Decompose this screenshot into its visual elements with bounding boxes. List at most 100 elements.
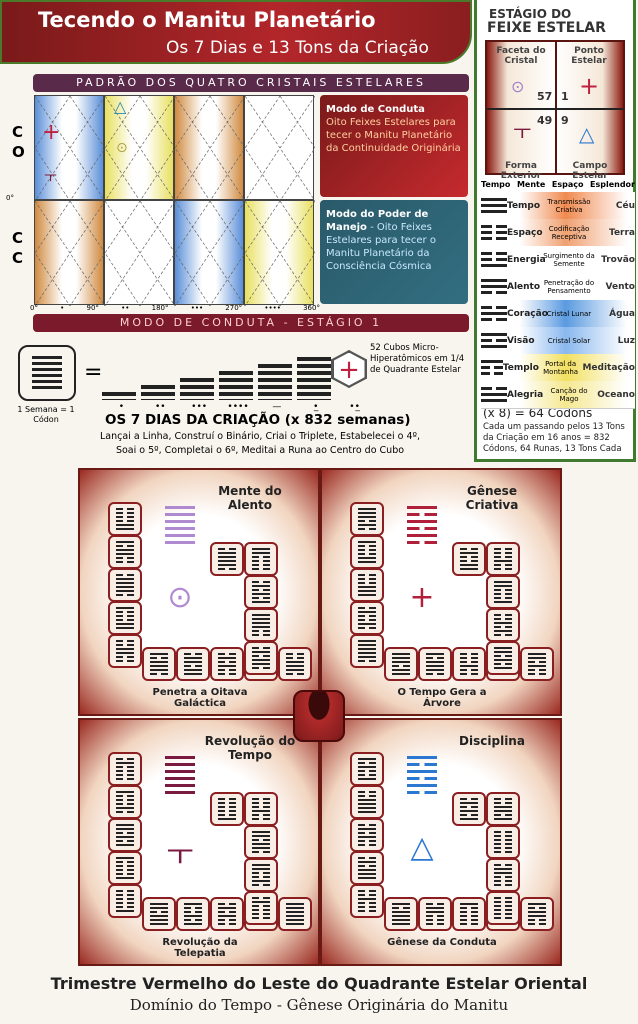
hexagram-icon — [452, 647, 486, 681]
column-label: Esplendor — [590, 180, 635, 189]
seven-days-line-2: Soai o 5º, Completai o 6º, Meditai a Run… — [60, 445, 460, 456]
pattern-header: PADRÃO DOS QUATRO CRISTAIS ESTELARES — [33, 74, 469, 92]
x-tick-label: 270° — [225, 304, 242, 312]
hexagram-icon — [418, 647, 452, 681]
hexagram-icon — [350, 601, 384, 635]
day-stack-icon — [219, 371, 253, 400]
hexagram-icon — [108, 752, 142, 786]
hexagram-icon — [244, 542, 278, 576]
hexagram-icon — [108, 818, 142, 852]
mode-conduct-box: Modo de CondutaOito Feixes Estelares par… — [320, 95, 468, 197]
hexagram-icon — [350, 752, 384, 786]
quadrant-caption: Revolução da Telepatia — [140, 937, 260, 959]
trigram-row: EnergiaSurgimento da SementeTrovão — [481, 246, 635, 274]
trigram-icon — [481, 279, 507, 294]
crystal-glyph-icon: △ — [114, 97, 126, 116]
trigram-element: Terra — [595, 228, 635, 238]
trigram-row: AlentoPenetração do PensamentoVento — [481, 273, 635, 301]
hexagram-icon — [520, 897, 554, 931]
trigram-row: TempoTransmissão CriativaCéu — [481, 192, 635, 220]
zero-label: 0° — [6, 194, 14, 202]
title-banner: Tecendo o Manitu Planetário Os 7 Dias e … — [0, 0, 472, 64]
footer-line-2: Domínio do Tempo - Gênese Originária do … — [0, 996, 638, 1014]
number-1: 1 — [561, 90, 569, 103]
crystal-glyph-icon: ⊙ — [116, 140, 128, 156]
day-stack-icon — [141, 385, 175, 400]
quadrant-glyph-icon: ㅜ — [155, 830, 205, 874]
trigram-icon — [481, 198, 507, 213]
seven-days-title: OS 7 DIAS DA CRIAÇÃO (x 832 semanas) — [105, 412, 411, 428]
hexagram-icon — [350, 785, 384, 819]
day-stack-icon — [180, 378, 214, 400]
crystal-cell — [174, 95, 244, 200]
feixe-estelar-panel: ESTÁGIO DO FEIXE ESTELAR Faceta do Crist… — [474, 0, 636, 462]
center-cube-icon — [293, 690, 345, 742]
x-tick-label: •••• — [264, 304, 281, 312]
cross-glyph-icon: + — [579, 72, 599, 100]
hexagram-icon — [108, 601, 142, 635]
page-title: Tecendo o Manitu Planetário — [38, 8, 376, 32]
hexagram-icon — [350, 884, 384, 918]
quadrant-glyph-icon: △ — [397, 830, 447, 865]
day-stacks — [102, 348, 337, 400]
day-dot-number: • — [102, 402, 141, 412]
trigram-meaning: Cristal Solar — [543, 337, 595, 345]
hexagram-icon — [108, 785, 142, 819]
hexagram-icon — [452, 542, 486, 576]
trigram-meaning: Transmissão Criativa — [543, 198, 595, 214]
day-dot-number: •̲ — [296, 402, 335, 412]
tree-glyph-icon: ㅜ — [513, 116, 531, 145]
trigram-name: Templo — [503, 363, 539, 373]
quadrant: DisciplinaGênese da Conduta△ — [320, 718, 562, 966]
hexagram-icon — [244, 792, 278, 826]
feixe-title-2: FEIXE ESTELAR — [487, 22, 606, 35]
quadrant-caption: Penetra a Oitava Galáctica — [140, 687, 260, 709]
seven-days-line-1: Lançai a Linha, Construí o Binário, Cria… — [60, 431, 460, 442]
trigram-icon — [481, 360, 503, 375]
trigram-row: EspaçoCodificação ReceptivaTerra — [481, 219, 635, 247]
hexagram-icon — [350, 502, 384, 536]
trigram-row: TemploPortal da MontanhaMeditação — [481, 354, 635, 382]
crystal-cell — [34, 200, 104, 305]
quadrant-title: Mente do Alento — [200, 484, 300, 512]
hexagram-icon — [210, 542, 244, 576]
trigram-icon — [481, 225, 507, 240]
hexagram-large-icon — [407, 506, 437, 544]
day-dot-number: •••• — [219, 402, 258, 412]
hexagram-large-icon — [165, 506, 195, 544]
trigram-icon — [481, 387, 507, 402]
trigram-meaning: Canção do Mago — [543, 387, 595, 403]
crystal-cell — [174, 200, 244, 305]
hexagram-icon — [278, 897, 312, 931]
hexagram-icon — [486, 825, 520, 859]
pattern-footer: MODO DE CONDUTA - ESTÁGIO 1 — [33, 314, 469, 332]
mode-power-box: Modo do Poder de Manejo - Oito Feixes Es… — [320, 200, 468, 304]
hexagram-icon — [108, 535, 142, 569]
x-tick-label: ••• — [191, 304, 203, 312]
codon-note: Cada um passando pelos 13 Tons da Criaçã… — [483, 422, 633, 455]
hexagram-icon — [108, 502, 142, 536]
crystal-pattern-grid: +ㅜ△⊙ — [34, 95, 316, 305]
hexagram-icon — [486, 792, 520, 826]
x-tick-label: 180° — [152, 304, 169, 312]
day-stack-icon — [297, 357, 331, 400]
hexagram-icon — [384, 647, 418, 681]
x-tick-label: 360° — [303, 304, 320, 312]
crystal-cell — [244, 95, 314, 200]
hexagram-icon — [486, 575, 520, 609]
day-dot-number: ••̲ — [335, 402, 374, 412]
hexagram-icon — [486, 891, 520, 925]
trigram-row: VisãoCristal SolarLuz — [481, 327, 635, 355]
trigram-row: AlegriaCanção do MagoOceano — [481, 381, 635, 409]
trigram-name: Coração — [507, 309, 543, 319]
hexagram-icon — [350, 535, 384, 569]
outer-form-label: Forma Exterior — [487, 161, 555, 181]
quadrant: Mente do AlentoPenetra a Oitava Galáctic… — [78, 468, 320, 716]
trigram-meaning: Cristal Lunar — [543, 310, 595, 318]
crystal-cell — [244, 200, 314, 305]
column-label: Mente — [517, 180, 545, 189]
hexagram-icon — [486, 608, 520, 642]
x-ticks: 0°•90°••180°•••270°••••360° — [30, 304, 320, 312]
trigram-name: Visão — [507, 336, 543, 346]
star-field-label: Campo Estelar — [557, 161, 623, 181]
